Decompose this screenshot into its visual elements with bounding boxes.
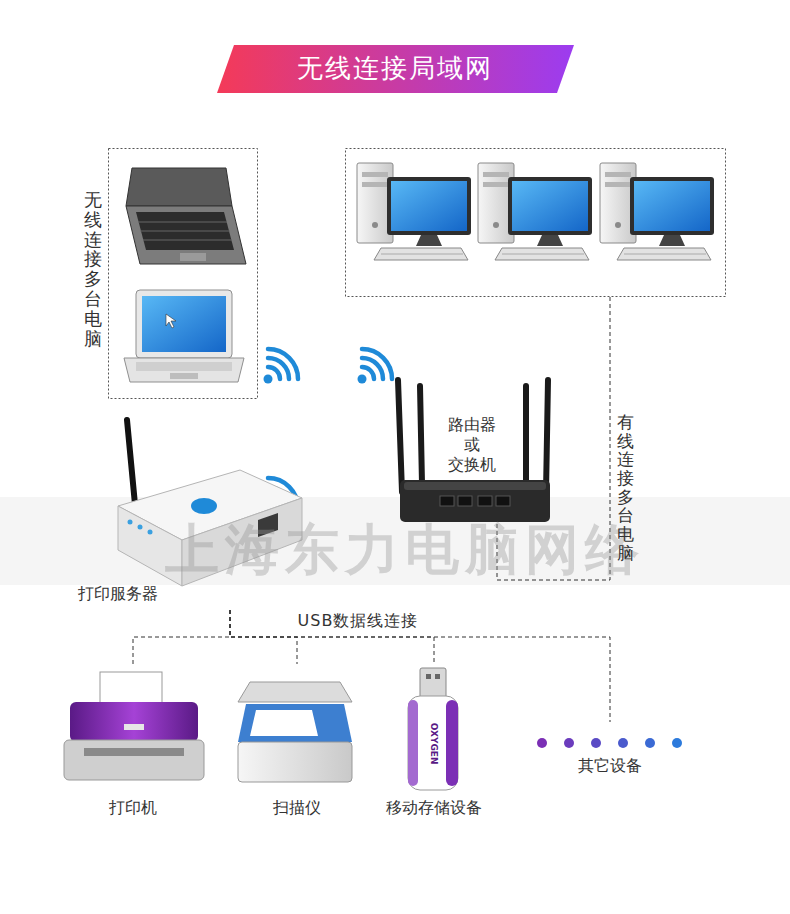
router-node: 路由器 或 交换机 bbox=[392, 376, 554, 524]
node-label: 其它设备 bbox=[578, 756, 642, 776]
laptop-white bbox=[124, 290, 244, 382]
desktop-pc bbox=[357, 163, 471, 260]
wired-group-frame bbox=[346, 149, 726, 297]
wifi-symbol bbox=[264, 349, 299, 384]
printer-node: 打印机 bbox=[55, 664, 211, 824]
title-text: 无线连接局域网 bbox=[0, 51, 790, 86]
node-label: 扫描仪 bbox=[273, 798, 321, 818]
watermark: 上海东力电脑网络 bbox=[165, 516, 645, 584]
laptop-dark bbox=[126, 168, 246, 264]
node-label: 打印机 bbox=[109, 798, 157, 818]
other-devices-node: 其它设备 bbox=[528, 722, 692, 782]
node-label: 打印服务器 bbox=[78, 584, 158, 604]
usb-cable-line bbox=[230, 610, 610, 722]
printer bbox=[64, 672, 204, 780]
scanner-node: 扫描仪 bbox=[236, 664, 358, 824]
more-devices-dots bbox=[537, 738, 682, 748]
desktop-pc bbox=[478, 163, 592, 260]
wired-note: 有线连接多台电脑 bbox=[617, 413, 634, 563]
brand-mark: OXYGEN bbox=[427, 723, 438, 765]
router bbox=[398, 380, 550, 522]
scanner bbox=[238, 682, 352, 782]
watermark-band bbox=[0, 497, 790, 585]
node-label: 路由器 或 交换机 bbox=[446, 415, 499, 475]
node-label: 无线连接多台电脑 bbox=[84, 190, 102, 348]
usb-note: USB数据线连接 bbox=[298, 611, 419, 631]
wireless-group-frame bbox=[109, 149, 258, 399]
wifi-symbol bbox=[358, 349, 393, 384]
usb-stick bbox=[408, 668, 458, 790]
node-label: 移动存储设备 bbox=[386, 798, 482, 818]
desktop-pc bbox=[600, 163, 714, 260]
wireless-pc-group: 无线连接多台电脑 bbox=[80, 146, 260, 400]
usb-cable-line bbox=[133, 610, 230, 664]
